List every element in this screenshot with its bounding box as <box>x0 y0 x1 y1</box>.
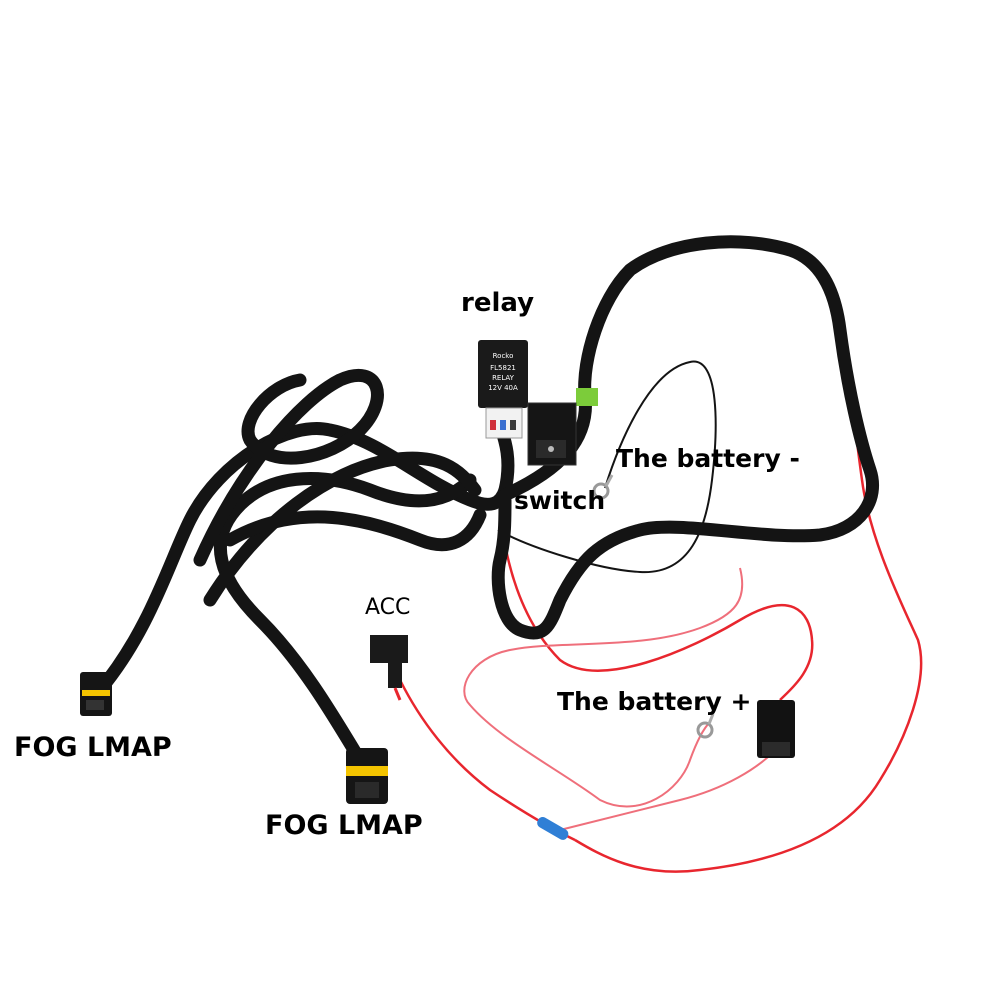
battery-negative-label: The battery - <box>616 444 800 473</box>
acc-label: ACC <box>365 595 411 620</box>
fog-lamp-connector-center <box>346 748 388 804</box>
black-harness <box>93 235 880 767</box>
fog-lamp-connector-left <box>80 672 112 716</box>
relay-type: RELAY <box>492 374 515 382</box>
switch-label: switch <box>514 486 606 515</box>
relay-model: FL5821 <box>490 364 516 372</box>
switch-unit <box>527 388 598 466</box>
red-wire-relay <box>498 509 814 701</box>
battery-positive-terminal <box>696 713 715 739</box>
acc-fuse-tap <box>370 635 408 701</box>
relay-rating: 12V 40A <box>488 384 518 392</box>
relay-label: relay <box>461 288 535 318</box>
fuse-holder <box>757 700 795 758</box>
blue-splice <box>537 817 569 840</box>
battery-positive-label: The battery + <box>557 687 752 716</box>
fog-lamp-center-label: FOG LMAP <box>265 810 423 841</box>
ground-wire <box>497 360 717 574</box>
pink-wire-bottom <box>559 739 786 831</box>
pink-wire-loop <box>463 567 744 808</box>
relay-brand: Rocko <box>493 352 514 360</box>
red-wire-main <box>574 339 923 873</box>
fog-lamp-left-label: FOG LMAP <box>14 732 172 763</box>
relay-unit: Rocko FL5821 RELAY 12V 40A <box>478 340 528 439</box>
acc-wire <box>398 679 576 842</box>
battery-negative-terminal <box>592 474 614 500</box>
